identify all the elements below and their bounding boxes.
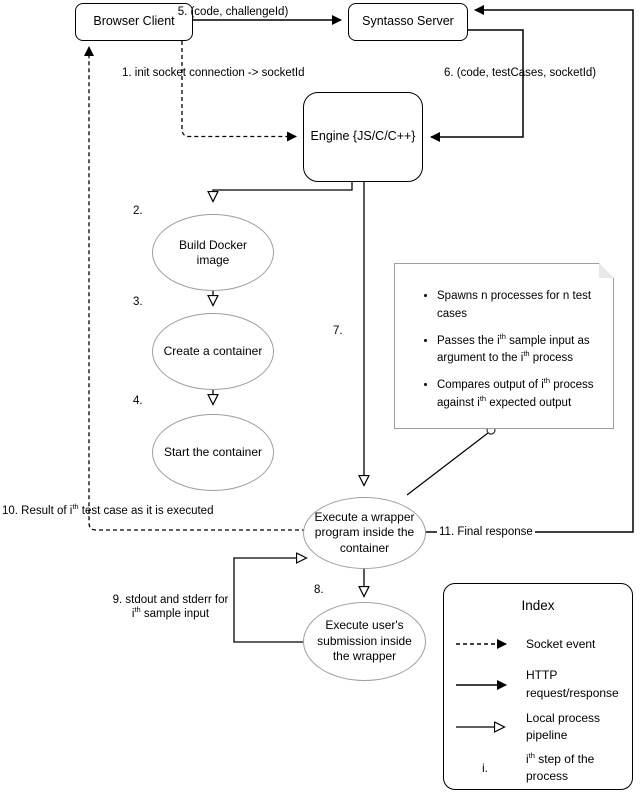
legend-row-http: HTTP request/response [444, 663, 632, 706]
http-arrow-icon [444, 678, 526, 692]
legend-label: Local process pipeline [526, 710, 601, 742]
ellipse-start-container: Start the container [152, 414, 274, 491]
label-step-5: 5. (code, challengeId) [177, 6, 289, 18]
label-step-2: 2. [133, 205, 143, 217]
note-box: Spawns n processes for n test cases Pass… [394, 263, 614, 429]
index-box: Index Socket event [443, 583, 633, 790]
ellipse-execute-wrapper: Execute a wrapper program inside the con… [303, 497, 426, 569]
note-bullet: Spawns n processes for n test cases [437, 288, 597, 324]
execute-user-submission-label: Execute user's submission inside the wra… [317, 618, 412, 664]
label-step-4: 4. [133, 395, 143, 407]
legend-label: ith step of the process [526, 750, 595, 784]
label-step-6: 6. (code, testCases, socketId) [444, 67, 597, 79]
legend-row-step-marker: i. ith step of the process [444, 748, 632, 789]
ellipse-build-docker-image: Build Docker image [152, 214, 274, 291]
legend-label: HTTP request/response [526, 668, 619, 700]
node-syntasso-server: Syntasso Server [348, 3, 468, 41]
index-title: Index [521, 598, 555, 613]
ellipse-execute-user-submission: Execute user's submission inside the wra… [303, 602, 426, 681]
note-bullet: Passes the ith sample input as argument … [437, 333, 597, 369]
browser-client-label: Browser Client [93, 14, 175, 29]
label-step-1: 1. init socket connection -> socketId [122, 67, 305, 79]
create-container-label: Create a container [163, 344, 263, 358]
start-container-label: Start the container [163, 445, 263, 459]
engine-label: Engine {JS/C/C++} [310, 129, 416, 144]
label-step-9: 9. stdout and stderr for ith sample inpu… [112, 594, 229, 621]
note-bullet: Compares output of ith process against i… [437, 377, 597, 413]
ellipse-create-container: Create a container [152, 313, 274, 390]
execute-wrapper-label: Execute a wrapper program inside the con… [314, 509, 415, 555]
label-step-8: 8. [314, 584, 324, 596]
edge-http-6 [430, 29, 524, 142]
edge-socket-1 [181, 41, 297, 142]
note-connector-line [406, 432, 489, 496]
process-pipeline-arrow-icon [444, 720, 526, 734]
syntasso-server-label: Syntasso Server [362, 14, 454, 29]
step-marker-symbol: i. [482, 761, 488, 776]
build-docker-image-label: Build Docker image [178, 237, 248, 267]
legend-row-socket-event: Socket event [444, 626, 632, 663]
label-step-7: 7. [333, 325, 343, 337]
legend-label: Socket event [526, 636, 596, 651]
note-bullet-list: Spawns n processes for n test cases Pass… [423, 288, 603, 413]
node-browser-client: Browser Client [75, 3, 193, 41]
label-step-10: 10. Result of ith test case as it is exe… [2, 502, 214, 517]
note-fold-corner [599, 263, 614, 278]
edge-pipeline-engine-to-build [213, 182, 353, 201]
socket-event-arrow-icon [444, 637, 526, 651]
legend-row-pipeline: Local process pipeline [444, 706, 632, 747]
node-engine: Engine {JS/C/C++} [303, 92, 423, 182]
label-step-3: 3. [133, 296, 143, 308]
edge-pipeline-9 [233, 558, 306, 643]
label-step-11: 11. Final response [437, 525, 535, 540]
